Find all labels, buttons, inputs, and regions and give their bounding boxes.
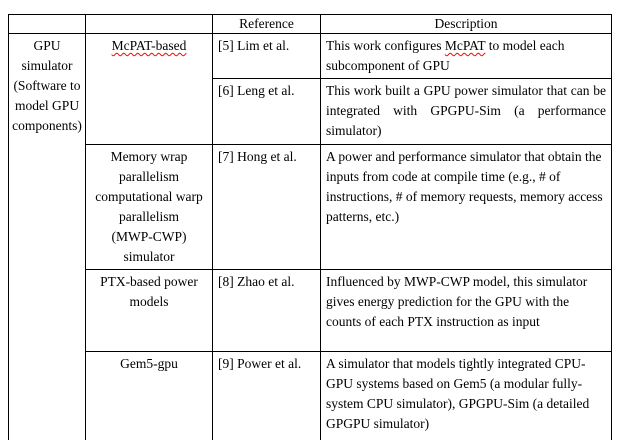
table-row: Memory wrap parallelism computational wa…	[9, 144, 612, 270]
header-cell-blank-2	[85, 14, 213, 34]
misspelled-word: McPAT-based	[111, 38, 187, 53]
misspelled-word: McPAT	[444, 38, 486, 53]
cell-reference-7-hong: [7] Hong et al.	[212, 144, 321, 270]
cell-group-label: GPU simulator (Software to model GPU com…	[8, 33, 86, 440]
category-line: Memory wrap	[110, 149, 188, 164]
header-cell-blank-1	[8, 14, 86, 34]
cell-reference-6-leng: [6] Leng et al.	[212, 78, 321, 145]
table-header-row: Reference Description	[8, 14, 612, 34]
category-line: parallelism	[119, 209, 179, 224]
cell-description-6: This work built a GPU power simulator th…	[320, 78, 612, 145]
header-cell-reference: Reference	[212, 14, 321, 34]
cell-category-mwp-cwp-simulator: Memory wrap parallelism computational wa…	[85, 144, 213, 270]
cell-description-8: Influenced by MWP-CWP model, this simula…	[320, 269, 612, 352]
gpu-simulator-table: Reference Description GPU simulator (Sof…	[8, 14, 612, 440]
group-label-line: (Software to	[13, 78, 81, 93]
cell-reference-5-lim: [5] Lim et al.	[212, 33, 321, 79]
table-row: PTX-based power models [8] Zhao et al. I…	[9, 269, 612, 352]
category-line: Gem5-gpu	[120, 356, 178, 371]
table-row: Gem5-gpu [9] Power et al. A simulator th…	[9, 351, 612, 440]
cell-description-5: This work configures McPAT to model each…	[320, 33, 612, 79]
group-label-line: GPU	[33, 38, 61, 53]
table-row: GPU simulator (Software to model GPU com…	[8, 33, 612, 440]
category-line: computational warp	[95, 189, 203, 204]
group-label-line: simulator	[21, 58, 73, 73]
category-line: parallelism	[119, 169, 179, 184]
cell-category-mcpat-based: McPAT-based	[85, 33, 213, 145]
cell-reference-9-power: [9] Power et al.	[212, 351, 321, 440]
description-text: to model each subcomponent of GPU	[326, 38, 565, 73]
cell-category-gem5-gpu: Gem5-gpu	[85, 351, 213, 440]
table-row: [6] Leng et al. This work built a GPU po…	[9, 78, 612, 145]
group-label-line: components)	[12, 118, 82, 133]
category-line: (MWP-CWP) simulator	[111, 229, 187, 264]
cell-description-9: A simulator that models tightly integrat…	[320, 351, 612, 440]
cell-category-ptx-based-power-models: PTX-based power models	[85, 269, 213, 352]
group-label-line: model GPU	[14, 98, 80, 113]
header-cell-description: Description	[320, 14, 612, 34]
description-text: This work configures	[326, 38, 445, 53]
cell-description-7: A power and performance simulator that o…	[320, 144, 612, 270]
category-line: PTX-based power	[100, 274, 198, 289]
category-line: models	[129, 294, 169, 309]
cell-reference-8-zhao: [8] Zhao et al.	[212, 269, 321, 352]
